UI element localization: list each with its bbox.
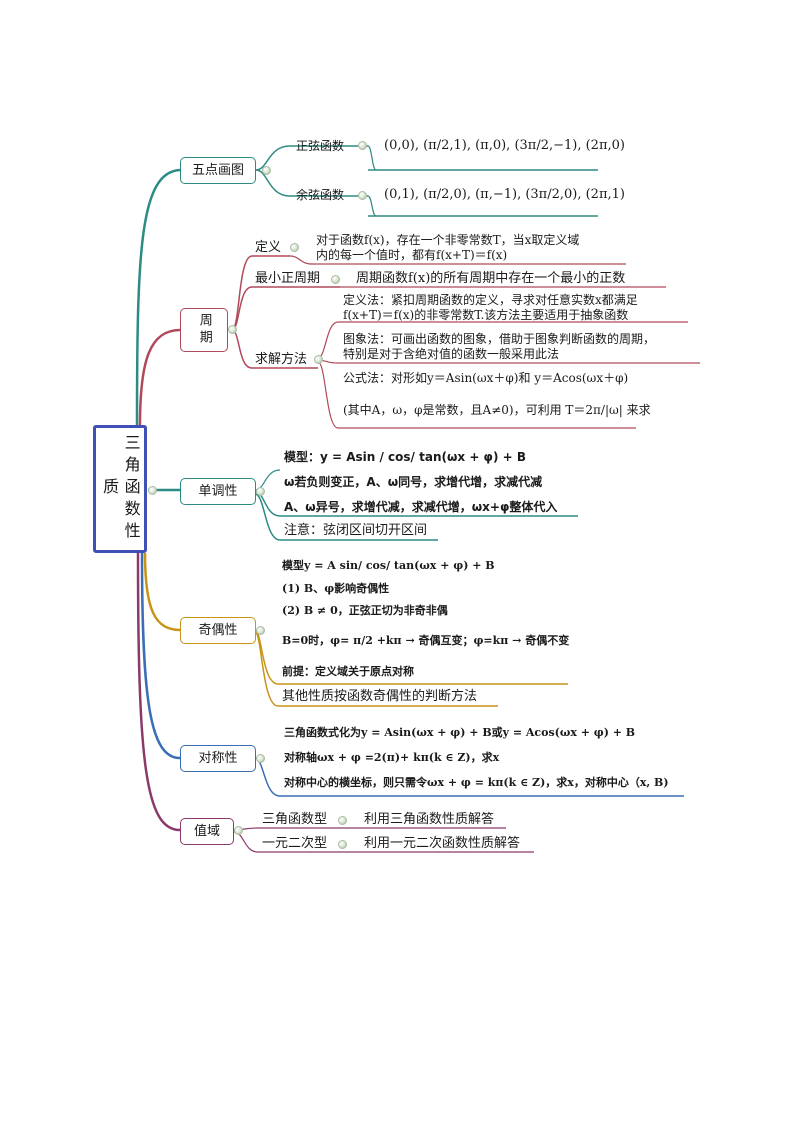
parity-point-1: (1) B、φ影响奇偶性 bbox=[282, 582, 390, 595]
cosine-label: 余弦函数 bbox=[296, 188, 345, 202]
parity-other: 其他性质按函数奇偶性的判断方法 bbox=[282, 689, 478, 704]
root-collapse-knob[interactable] bbox=[148, 486, 157, 495]
parity-model: 模型y = A sin/ cos/ tan(ωx + φ) + B bbox=[282, 559, 495, 572]
definition-label: 定义 bbox=[255, 240, 282, 255]
parity-point-2: (2) B ≠ 0，正弦正切为非奇非偶 bbox=[282, 604, 448, 617]
period-knob[interactable] bbox=[228, 325, 237, 334]
definition-line2: 内的每一个值时，都有f(x+T)＝f(x) bbox=[316, 248, 508, 262]
method-definition-line2: f(x+T)＝f(x)的非零常数T.该方法主要适用于抽象函数 bbox=[343, 308, 629, 322]
range-trig-label: 三角函数型 bbox=[262, 812, 328, 827]
min-period-label: 最小正周期 bbox=[255, 271, 321, 286]
methods-knob[interactable] bbox=[314, 355, 323, 364]
range-label: 值域 bbox=[193, 823, 220, 839]
range-quad-text: 利用一元二次函数性质解答 bbox=[364, 836, 521, 851]
branch-parity[interactable]: 奇偶性 bbox=[180, 617, 256, 644]
range-quad-label: 一元二次型 bbox=[262, 836, 328, 851]
branch-symmetry[interactable]: 对称性 bbox=[180, 745, 256, 772]
five-point-knob[interactable] bbox=[262, 166, 271, 175]
monotonic-model: 模型：y = Asin / cos/ tan(ωx + φ) + B bbox=[284, 450, 526, 464]
branch-period[interactable]: 周期 bbox=[180, 308, 228, 352]
range-knob[interactable] bbox=[234, 826, 243, 835]
five-point-label: 五点画图 bbox=[191, 162, 244, 178]
min-period-knob[interactable] bbox=[331, 275, 340, 284]
cosine-points: (0,1), (π/2,0), (π,−1), (3π/2,0), (2π,1) bbox=[384, 187, 625, 202]
methods-label: 求解方法 bbox=[255, 352, 308, 367]
parity-label: 奇偶性 bbox=[198, 622, 238, 638]
method-graph-line1: 图象法：可画出函数的图象，借助于图象判断函数的周期， bbox=[343, 332, 656, 346]
range-trig-text: 利用三角函数性质解答 bbox=[364, 812, 495, 827]
parity-point-3: B=0时，φ= π/2 +kπ → 奇偶互变；φ=kπ → 奇偶不变 bbox=[282, 634, 570, 647]
definition-line1: 对于函数f(x)，存在一个非零常数T，当x取定义域 bbox=[316, 233, 580, 247]
method-formula-line1: 公式法：对形如y＝Asin(ωx＋φ)和 y＝Acos(ωx＋φ) bbox=[343, 371, 629, 385]
branch-range[interactable]: 值域 bbox=[180, 818, 234, 845]
min-period-text: 周期函数f(x)的所有周期中存在一个最小的正数 bbox=[356, 271, 626, 286]
link-parity bbox=[143, 552, 181, 632]
range-trig-knob[interactable] bbox=[338, 816, 347, 825]
parity-knob[interactable] bbox=[256, 626, 265, 635]
cosine-knob[interactable] bbox=[358, 191, 367, 200]
method-graph-line2: 特别是对于含绝对值的函数一般采用此法 bbox=[343, 347, 560, 361]
sine-knob[interactable] bbox=[358, 141, 367, 150]
parity-premise: 前提：定义域关于原点对称 bbox=[282, 665, 414, 678]
symmetry-label: 对称性 bbox=[198, 750, 238, 766]
method-definition-line1: 定义法：紧扣周期函数的定义，寻求对任意实数x都满足 bbox=[343, 293, 638, 307]
branch-monotonic[interactable]: 单调性 bbox=[180, 478, 256, 505]
symmetry-center: 对称中心的横坐标，则只需令ωx + φ = kπ(k ∈ Z)，求x，对称中心（… bbox=[284, 776, 669, 789]
root-label: 三角函数性质 bbox=[100, 434, 141, 544]
monotonic-rule-1: ω若负则变正，A、ω同号，求增代增，求减代减 bbox=[284, 475, 543, 489]
sine-points: (0,0), (π/2,1), (π,0), (3π/2,−1), (2π,0) bbox=[384, 138, 625, 153]
method-formula-line2: (其中A，ω，φ是常数，且A≠0)，可利用 T＝2π/|ω| 来求 bbox=[343, 403, 651, 417]
range-quad-knob[interactable] bbox=[338, 840, 347, 849]
branch-five-point[interactable]: 五点画图 bbox=[180, 157, 256, 184]
sine-label: 正弦函数 bbox=[296, 139, 345, 153]
root-node[interactable]: 三角函数性质 bbox=[93, 425, 147, 553]
symmetry-line1: 三角函数式化为y = Asin(ωx + φ) + B或y = Acos(ωx … bbox=[284, 726, 636, 739]
symmetry-axis: 对称轴ωx + φ =2(π)+ kπ(k ∈ Z)，求x bbox=[284, 751, 500, 764]
link-five-point bbox=[135, 168, 181, 426]
monotonic-note: 注意：弦闭区间切开区间 bbox=[284, 523, 428, 538]
link-period bbox=[138, 328, 181, 426]
monotonic-knob[interactable] bbox=[256, 487, 265, 496]
monotonic-label: 单调性 bbox=[198, 483, 238, 499]
monotonic-rule-2: A、ω异号，求增代减，求减代增，ωx+φ整体代入 bbox=[284, 500, 558, 514]
definition-knob[interactable] bbox=[290, 243, 299, 252]
period-label: 周期 bbox=[196, 313, 212, 347]
symmetry-knob[interactable] bbox=[256, 754, 265, 763]
link-range bbox=[136, 552, 181, 832]
link-symmetry bbox=[140, 552, 181, 760]
